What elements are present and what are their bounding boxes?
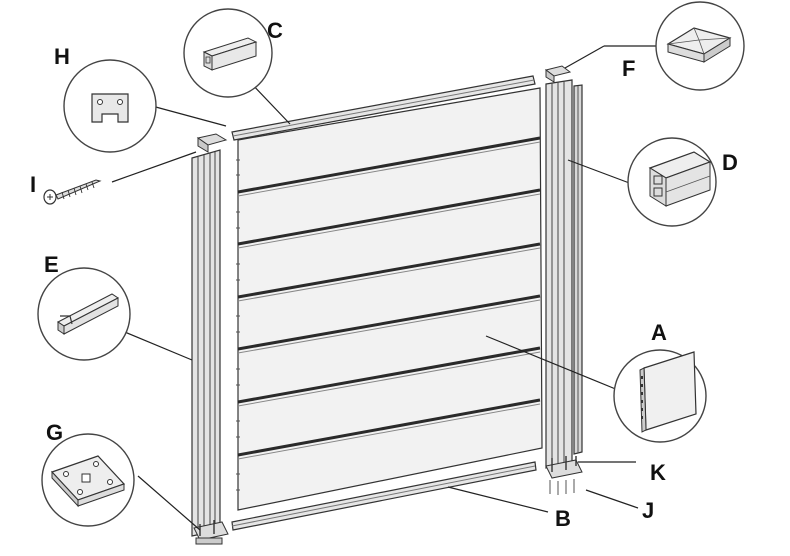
callout-i-screw — [43, 179, 102, 205]
top-rail — [231, 75, 536, 141]
label-f: F — [622, 56, 635, 81]
callout-e — [37, 267, 131, 361]
callout-c — [183, 8, 273, 98]
leader-lines — [111, 45, 660, 531]
label-b: B — [555, 506, 571, 531]
label-c: C — [267, 18, 283, 43]
panel-body — [237, 87, 543, 511]
label-d: D — [722, 150, 738, 175]
callout-f — [655, 1, 745, 91]
right-post — [544, 65, 583, 495]
label-j: J — [642, 498, 654, 523]
callout-d — [627, 137, 717, 227]
panel-slat-lines — [237, 136, 541, 457]
label-g: G — [46, 420, 63, 445]
label-i: I — [30, 172, 36, 197]
part-labels: C H I E G B J K A D F — [30, 18, 738, 531]
callout-a — [613, 349, 707, 443]
callout-g — [41, 433, 135, 527]
callout-h — [63, 59, 157, 153]
fence-panel — [236, 87, 543, 511]
label-e: E — [44, 252, 59, 277]
label-h: H — [54, 44, 70, 69]
left-post — [191, 133, 229, 545]
label-a: A — [651, 320, 667, 345]
bottom-rail — [231, 461, 537, 531]
label-k: K — [650, 460, 666, 485]
